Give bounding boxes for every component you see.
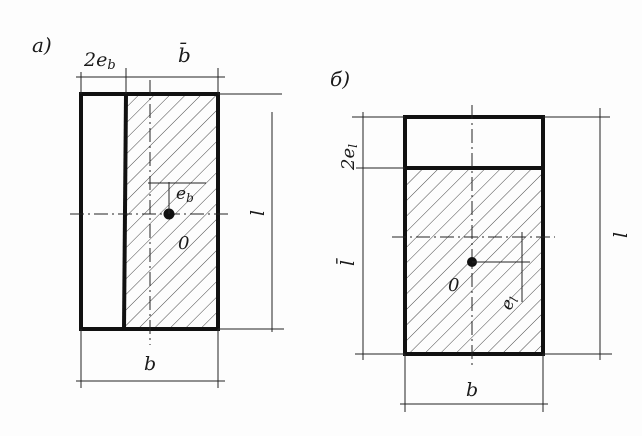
- eccentricity-eb-label: eb: [176, 184, 194, 205]
- dim-b-bar-label: b̄: [178, 42, 191, 67]
- compression-boundary-a: [122, 93, 128, 330]
- dim-2eb-label: 2eb: [83, 49, 116, 73]
- center-label-b: 0: [448, 275, 459, 296]
- width-b-label-b: b: [466, 379, 478, 401]
- section-outline-b: [403, 115, 545, 356]
- figure-a: а) 2eb b̄ eb 0 l b: [32, 33, 284, 388]
- width-b-label-a: b: [144, 353, 156, 375]
- height-l-label-a: l: [245, 210, 267, 216]
- dim-2el-label: 2el: [338, 144, 360, 171]
- height-l-label-b: l: [608, 232, 630, 238]
- dim-l-bar-label: l̄: [335, 258, 359, 266]
- figure-b: б) 2el l̄ l 0 el b: [330, 67, 630, 412]
- figure-a-label: а): [32, 33, 52, 57]
- eccentricity-el-label: el: [497, 293, 522, 313]
- center-label-a: 0: [178, 233, 189, 254]
- figure-b-label: б): [330, 67, 350, 91]
